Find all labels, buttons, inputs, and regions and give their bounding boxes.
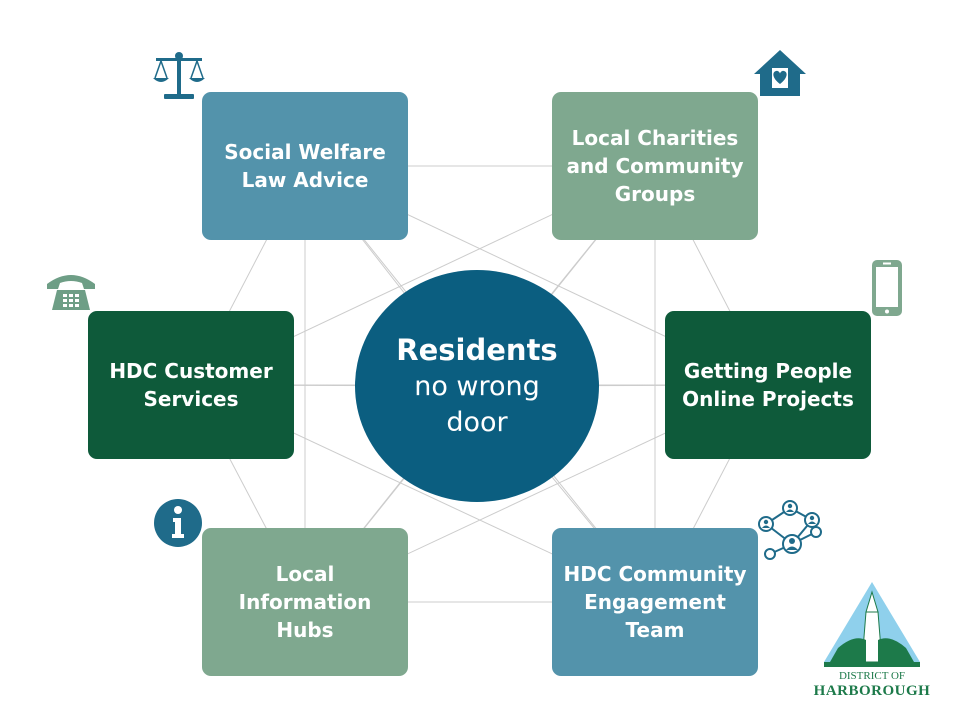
house-heart-icon — [754, 50, 806, 96]
community-engagement-line1: HDC Community — [563, 562, 747, 586]
district-of-harborough-logo: DISTRICT OF HARBOROUGH — [814, 582, 931, 699]
local-charities-line1: Local Charities — [571, 126, 739, 150]
info-hubs-line2: Information — [238, 590, 372, 614]
community-engagement-line2: Engagement — [584, 590, 726, 614]
residents-circle: Residents no wrong door — [355, 270, 599, 502]
smartphone-icon — [872, 260, 902, 316]
center-title: Residents — [396, 333, 558, 367]
local-charities-line2: and Community — [566, 154, 744, 178]
community-engagement-line3: Team — [625, 618, 685, 642]
info-icon — [154, 499, 202, 547]
network-people-icon — [758, 500, 822, 560]
logo-line1: DISTRICT OF — [839, 670, 905, 682]
hdc-customer-line2: Services — [143, 387, 239, 411]
hdc-customer-line1: HDC Customer — [109, 359, 273, 383]
telephone-icon — [47, 275, 95, 310]
getting-online-line2: Online Projects — [682, 387, 854, 411]
local-charities-line3: Groups — [614, 182, 696, 206]
center-line3: door — [446, 407, 508, 438]
social-welfare-line2: Law Advice — [241, 168, 369, 192]
social-welfare-line1: Social Welfare — [224, 140, 386, 164]
scales-icon — [153, 52, 205, 99]
getting-online-line1: Getting People — [683, 359, 853, 383]
info-hubs-line3: Hubs — [276, 618, 334, 642]
info-hubs-line1: Local — [275, 562, 335, 586]
center-line2: no wrong — [414, 371, 540, 402]
logo-line2: HARBOROUGH — [814, 683, 931, 699]
